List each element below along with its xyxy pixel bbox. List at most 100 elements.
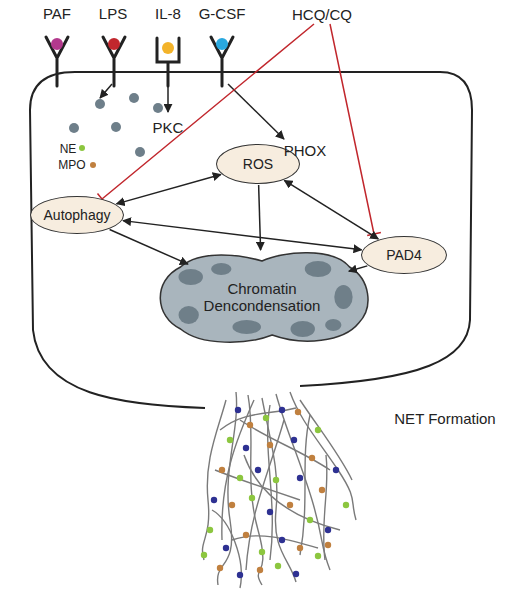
label-text: PAF bbox=[43, 5, 71, 22]
connector-arrow bbox=[259, 185, 261, 250]
node-text: ROS bbox=[243, 156, 273, 172]
protein-dot bbox=[207, 527, 213, 533]
signal-arrow bbox=[228, 84, 284, 139]
ligand-ball bbox=[162, 42, 174, 54]
protein-dot bbox=[227, 437, 233, 443]
net-fibre bbox=[222, 400, 254, 540]
protein-dot bbox=[211, 497, 217, 503]
protein-dot bbox=[297, 545, 303, 551]
granule-dot bbox=[69, 123, 79, 133]
protein-dot bbox=[223, 545, 229, 551]
granule-dot bbox=[111, 122, 121, 132]
protein-dot bbox=[259, 549, 265, 555]
signal-arrow bbox=[100, 84, 112, 98]
protein-dot bbox=[295, 409, 301, 415]
protein-dot bbox=[217, 565, 223, 571]
protein-dot bbox=[263, 415, 269, 421]
protein-dot bbox=[293, 571, 299, 577]
protein-dot bbox=[307, 517, 313, 523]
protein-dot bbox=[275, 563, 281, 569]
net-fibre bbox=[212, 510, 241, 588]
protein-dot bbox=[243, 445, 249, 451]
cell-membrane bbox=[30, 72, 472, 408]
process-ellipse: PAD4 bbox=[361, 236, 447, 274]
net-proteins bbox=[201, 407, 349, 578]
protein-dot bbox=[267, 442, 273, 448]
protein-dot bbox=[273, 477, 279, 483]
net-fibre bbox=[300, 415, 310, 555]
protein-dot bbox=[235, 407, 241, 413]
granule-dot bbox=[135, 147, 145, 157]
node-text: Chromatin Dencondensation bbox=[197, 280, 327, 315]
protein-dot bbox=[343, 502, 349, 508]
chromatin-spot bbox=[211, 263, 231, 275]
ligand-ball bbox=[108, 38, 120, 50]
protein-dot bbox=[249, 495, 255, 501]
label-text: MPO bbox=[58, 158, 85, 172]
label-text: NE bbox=[60, 142, 77, 156]
protein-dot bbox=[255, 467, 261, 473]
inhibition-line bbox=[98, 24, 315, 204]
protein-dot bbox=[315, 427, 321, 433]
protein-dot bbox=[279, 537, 285, 543]
net-fibre bbox=[240, 420, 330, 470]
net-fibre bbox=[246, 420, 284, 570]
chromatin-blob: Chromatin Dencondensation bbox=[150, 247, 374, 347]
receptor-symbol bbox=[103, 37, 125, 86]
protein-dot bbox=[291, 437, 297, 443]
connector-arrow bbox=[284, 180, 378, 239]
protein-dot bbox=[257, 567, 263, 573]
net-fibre bbox=[215, 470, 300, 500]
label-text: HCQ/CQ bbox=[292, 6, 352, 23]
net-fibres bbox=[202, 392, 356, 588]
protein-dot bbox=[243, 532, 249, 538]
ne-dot bbox=[79, 145, 85, 151]
protein-dot bbox=[247, 422, 253, 428]
granule-dot bbox=[153, 103, 163, 113]
label-text: IL-8 bbox=[155, 5, 181, 22]
protein-dot bbox=[229, 502, 235, 508]
protein-dot bbox=[315, 553, 321, 559]
ligand-ball bbox=[51, 38, 63, 50]
label-text: G-CSF bbox=[199, 5, 246, 22]
chromatin-spot bbox=[232, 320, 261, 334]
label-text: LPS bbox=[99, 5, 127, 22]
chromatin-spot bbox=[325, 319, 341, 331]
signal-arrow bbox=[167, 86, 169, 112]
connector-arrow bbox=[117, 174, 221, 203]
protein-dot bbox=[325, 527, 331, 533]
ligand-ball bbox=[216, 38, 228, 50]
net-fibre bbox=[262, 398, 296, 582]
protein-dot bbox=[309, 455, 315, 461]
protein-dot bbox=[333, 467, 339, 473]
blob-shape bbox=[160, 253, 368, 342]
node-text: Autophagy bbox=[44, 207, 111, 223]
label-text: NET Formation bbox=[394, 410, 495, 427]
receptor-symbol bbox=[46, 37, 68, 86]
protein-dot bbox=[237, 572, 243, 578]
receptor-symbol bbox=[211, 37, 233, 86]
mpo-dot bbox=[90, 162, 96, 168]
label-text: PHOX bbox=[284, 142, 327, 159]
chromatin-spot bbox=[291, 321, 315, 337]
label-text: PKC bbox=[153, 119, 184, 136]
chromatin-spot bbox=[334, 285, 352, 309]
protein-dot bbox=[319, 487, 325, 493]
receptor-symbol bbox=[157, 38, 179, 86]
connector-arrow bbox=[123, 221, 362, 250]
granule-dot bbox=[95, 99, 105, 109]
protein-dot bbox=[219, 467, 225, 473]
granule-dot bbox=[129, 93, 139, 103]
chromatin-spot bbox=[305, 261, 331, 277]
protein-dot bbox=[297, 475, 303, 481]
node-text: PAD4 bbox=[386, 247, 422, 263]
inhibition-line bbox=[330, 24, 381, 235]
chromatin-spot bbox=[179, 269, 203, 285]
chromatin-spot bbox=[179, 306, 199, 324]
protein-dot bbox=[201, 552, 207, 558]
process-ellipse: Autophagy bbox=[30, 196, 124, 234]
